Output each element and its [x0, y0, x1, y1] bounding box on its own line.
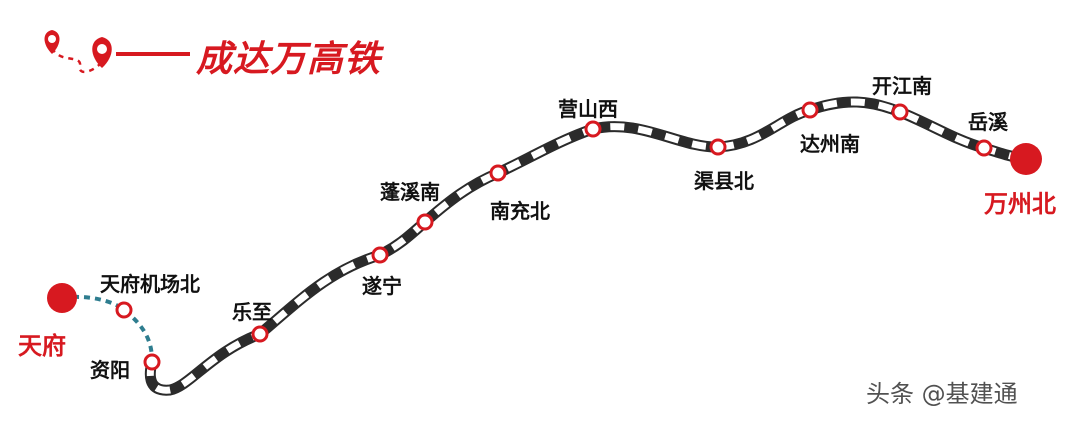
- station-label-quxianbei: 渠县北: [694, 169, 754, 193]
- diagram-title: 成达万高铁: [196, 39, 382, 80]
- watermark-text: 头条 @基建通: [866, 380, 1018, 408]
- station-label-yingshanxi: 营山西: [558, 97, 618, 121]
- station-marker-suining: [371, 246, 389, 264]
- station-label-lezhi: 乐至: [232, 300, 272, 324]
- station-marker-lezhi: [251, 325, 269, 343]
- station-marker-pengxinan: [416, 213, 434, 231]
- map-pin-icon: [44, 30, 60, 54]
- station-marker-ziyang: [143, 353, 161, 371]
- terminal-dot-wanzhoubei: [1010, 143, 1042, 175]
- terminal-label-end: 万州北: [984, 190, 1056, 218]
- station-label-tianfu-airport-north: 天府机场北: [100, 272, 200, 296]
- station-marker-nanchongbei: [489, 164, 507, 182]
- terminal-dot-tianfu: [47, 283, 77, 313]
- station-marker-yuexi: [975, 139, 993, 157]
- station-marker-dazhounan: [801, 101, 819, 119]
- rail-line: [144, 96, 1031, 396]
- station-marker-yingshanxi: [584, 120, 602, 138]
- terminal-label-start: 天府: [18, 332, 66, 360]
- airport-connector-line: [61, 294, 154, 363]
- station-label-dazhounan: 达州南: [800, 132, 860, 156]
- station-label-kaijiangnan: 开江南: [872, 74, 932, 98]
- dashed-path-decoration: [50, 47, 101, 74]
- station-marker-kaijiangnan: [891, 103, 909, 121]
- station-markers: [115, 101, 993, 371]
- station-label-ziyang: 资阳: [90, 358, 130, 382]
- station-marker-tianfu-airport-north: [115, 301, 133, 319]
- station-label-pengxinan: 蓬溪南: [380, 180, 440, 204]
- station-label-suining: 遂宁: [362, 274, 402, 298]
- rail-line-outline: [144, 96, 1031, 396]
- station-label-nanchongbei: 南充北: [490, 199, 550, 223]
- title-decoration: [44, 30, 190, 74]
- rail-line-ties: [146, 98, 1026, 394]
- map-pin-icon: [92, 37, 112, 68]
- station-marker-quxianbei: [709, 138, 727, 156]
- station-label-yuexi: 岳溪: [968, 110, 1008, 134]
